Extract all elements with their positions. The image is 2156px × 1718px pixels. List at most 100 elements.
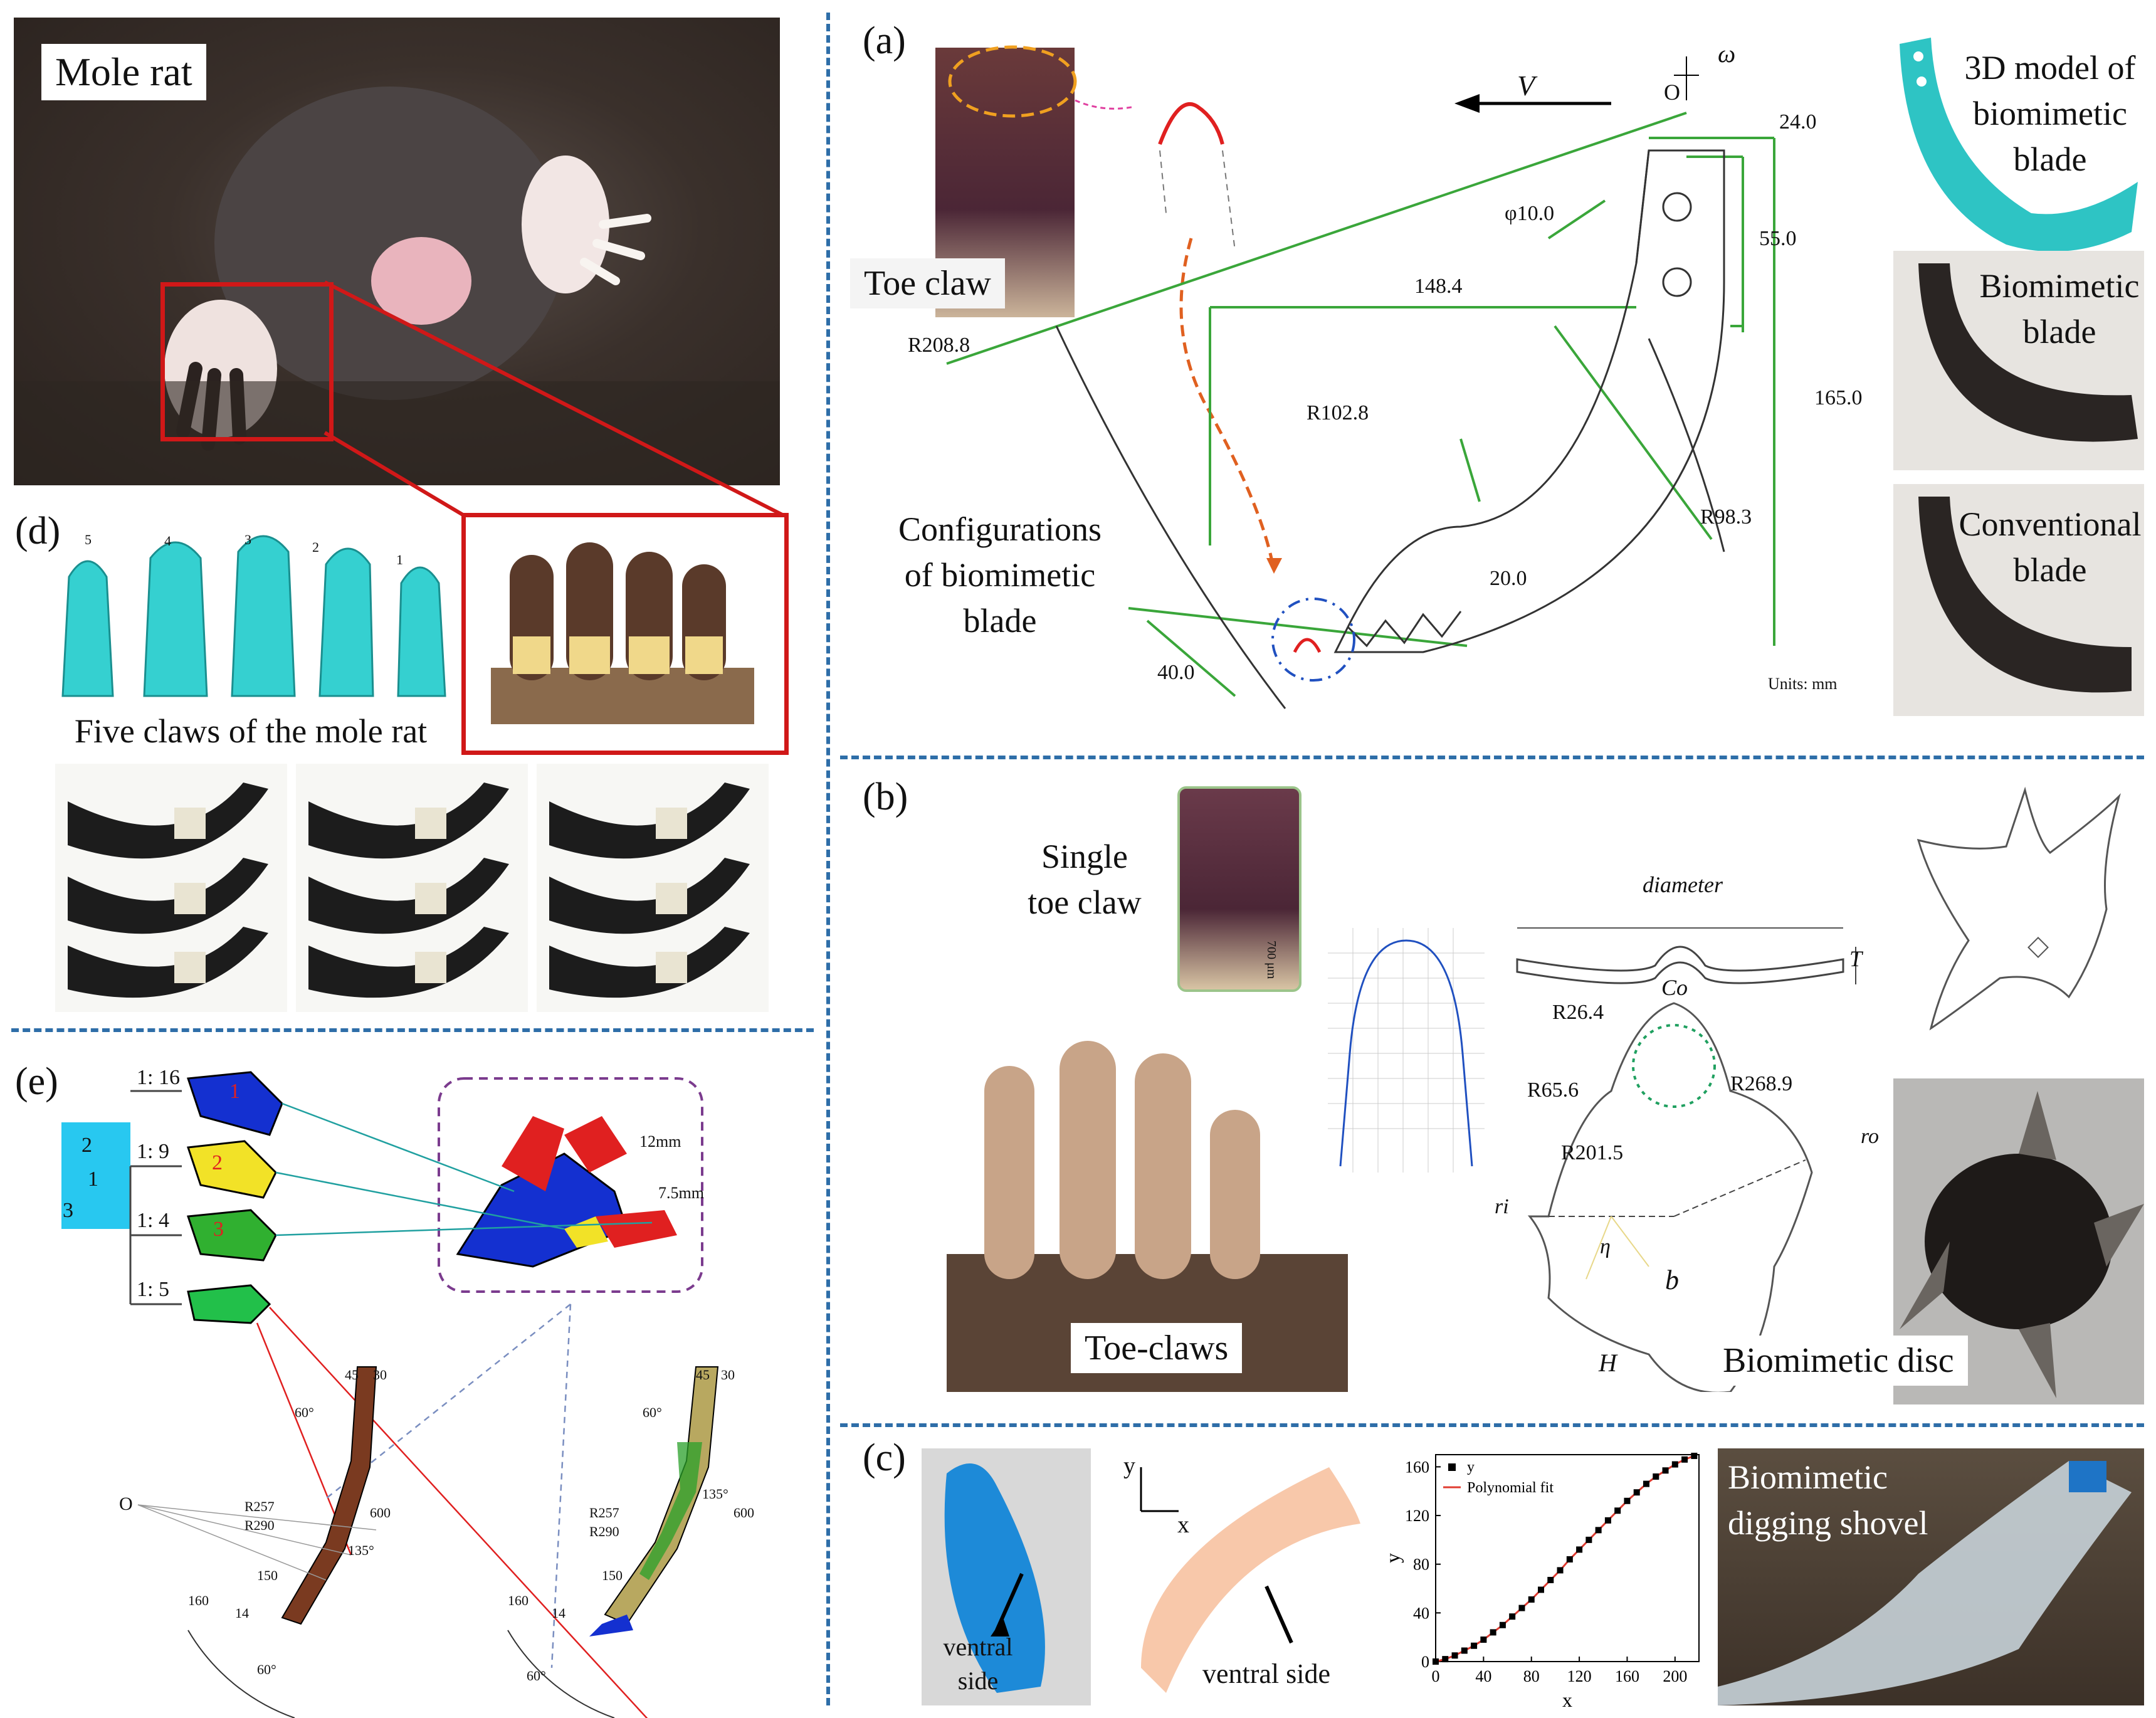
blade-photo-2 xyxy=(296,764,528,1012)
h-label: H xyxy=(1599,1349,1617,1377)
part-1-label: 1 xyxy=(229,1080,240,1103)
claw-profile-shape xyxy=(1140,1467,1360,1693)
data-point xyxy=(1509,1613,1516,1620)
x-tick-label: 40 xyxy=(1475,1667,1491,1685)
conventional-blade-photo xyxy=(1893,484,2144,716)
data-point xyxy=(1499,1621,1506,1628)
right-dim-r290: R290 xyxy=(589,1524,619,1539)
data-point xyxy=(1595,1527,1602,1534)
biomimetic-disc-label: Biomimetic disc xyxy=(1709,1336,1968,1386)
dim-phi10: φ10.0 xyxy=(1505,202,1555,225)
data-point xyxy=(1681,1456,1688,1463)
legend-box xyxy=(61,1122,130,1229)
co-label: Co xyxy=(1661,975,1688,1000)
legend-marker-y xyxy=(1448,1463,1456,1471)
zoom-claw-photo xyxy=(461,513,789,755)
y-tick-label: 120 xyxy=(1405,1507,1429,1525)
units-label: Units: mm xyxy=(1768,675,1838,693)
y-tick-label: 40 xyxy=(1413,1604,1429,1622)
part-3-label: 3 xyxy=(213,1218,224,1241)
blade-photo-3 xyxy=(537,764,769,1012)
left-dim-160: 160 xyxy=(188,1593,209,1608)
claw-number-5: 5 xyxy=(85,532,92,547)
left-dim-60: 60° xyxy=(295,1404,314,1420)
data-point xyxy=(1451,1652,1458,1659)
x-axis-label: x xyxy=(1562,1689,1572,1711)
data-point xyxy=(1585,1536,1592,1543)
legend-num-1: 1 xyxy=(88,1167,98,1191)
ventral-side-label-2: ventral side xyxy=(1202,1658,1331,1689)
ri-label: ri xyxy=(1495,1195,1509,1218)
origin-label: O xyxy=(1664,80,1680,105)
data-point xyxy=(1614,1507,1621,1514)
data-point xyxy=(1471,1642,1478,1649)
panel-e-diagram xyxy=(129,1071,719,1718)
dim-r98: R98.3 xyxy=(1700,505,1752,529)
y-tick-label: 0 xyxy=(1421,1653,1429,1671)
claw-number-1: 1 xyxy=(396,552,403,567)
x-tick-label: 160 xyxy=(1615,1667,1639,1685)
left-dim-r257: R257 xyxy=(245,1499,275,1514)
dim-148: 148.4 xyxy=(1414,275,1463,298)
right-dim-60: 60° xyxy=(643,1404,662,1420)
part-2-label: 2 xyxy=(212,1151,223,1174)
dim-165: 165.0 xyxy=(1814,386,1863,409)
disc-outline xyxy=(1917,786,2121,1031)
r26-label: R26.4 xyxy=(1552,1001,1604,1024)
panel-d-label: (d) xyxy=(15,510,61,552)
y-axis-label: y xyxy=(1386,1553,1404,1563)
data-point xyxy=(1624,1497,1631,1504)
mole-rat-photo xyxy=(14,18,780,485)
scale-bar-label: 700 μm xyxy=(1265,941,1278,979)
axis-x-label: x xyxy=(1177,1512,1189,1538)
claw-number-2: 2 xyxy=(312,539,319,555)
data-point xyxy=(1653,1473,1659,1480)
3d-blade-model xyxy=(1900,38,2138,252)
divider-a-b xyxy=(840,756,2144,759)
right-dim-45: 45 xyxy=(696,1367,710,1383)
five-claws-caption: Five claws of the mole rat xyxy=(74,712,428,750)
data-point xyxy=(1671,1461,1678,1468)
right-dim-600: 600 xyxy=(734,1505,754,1520)
data-point xyxy=(1604,1517,1611,1524)
data-point xyxy=(1557,1567,1564,1574)
data-point xyxy=(1643,1480,1649,1487)
disc-drawing xyxy=(1516,927,1856,1392)
right-dim-r257: R257 xyxy=(589,1505,619,1520)
dim-24: 24.0 xyxy=(1779,110,1817,134)
right-dim-160: 160 xyxy=(508,1593,528,1608)
x-tick-label: 80 xyxy=(1523,1667,1540,1685)
claw-3d-scan xyxy=(922,1448,1091,1705)
dim-20: 20.0 xyxy=(1490,567,1527,590)
data-point xyxy=(1433,1658,1439,1665)
data-point xyxy=(1576,1546,1583,1553)
y-tick-label: 160 xyxy=(1405,1458,1429,1476)
conventional-blade-caption: Conventional blade xyxy=(1959,505,2142,589)
x-tick-label: 200 xyxy=(1663,1667,1687,1685)
data-point xyxy=(1633,1489,1640,1496)
panel-c-label: (c) xyxy=(863,1436,906,1479)
data-point xyxy=(1461,1647,1468,1654)
dim-55: 55.0 xyxy=(1759,227,1797,250)
left-dim-60-bottom: 60° xyxy=(257,1662,276,1677)
ratio-1-16: 1: 16 xyxy=(137,1066,180,1089)
plot-frame xyxy=(1435,1454,1700,1662)
left-dim-origin: O xyxy=(119,1494,133,1514)
data-point xyxy=(1691,1452,1698,1459)
digging-shovel-label: Biomimetic digging shovel xyxy=(1728,1458,1928,1542)
blade-photo-1 xyxy=(55,764,287,1012)
vertical-divider xyxy=(826,13,830,1705)
single-toe-caption: Single toe claw xyxy=(1028,838,1142,921)
r268-label: R268.9 xyxy=(1730,1072,1793,1095)
data-point xyxy=(1442,1656,1449,1663)
diameter-label: diameter xyxy=(1643,872,1723,897)
legend-num-2: 2 xyxy=(82,1134,92,1157)
right-dim-150: 150 xyxy=(602,1568,623,1583)
divider-d-e xyxy=(11,1028,814,1032)
zoom-connector-lines xyxy=(323,280,785,517)
digging-shovel-photo xyxy=(1718,1448,2144,1705)
panel-a-label: (a) xyxy=(863,19,906,62)
left-dim-r290: R290 xyxy=(245,1517,275,1533)
right-dim-135: 135° xyxy=(702,1486,728,1502)
omega-label: ω xyxy=(1718,40,1736,68)
